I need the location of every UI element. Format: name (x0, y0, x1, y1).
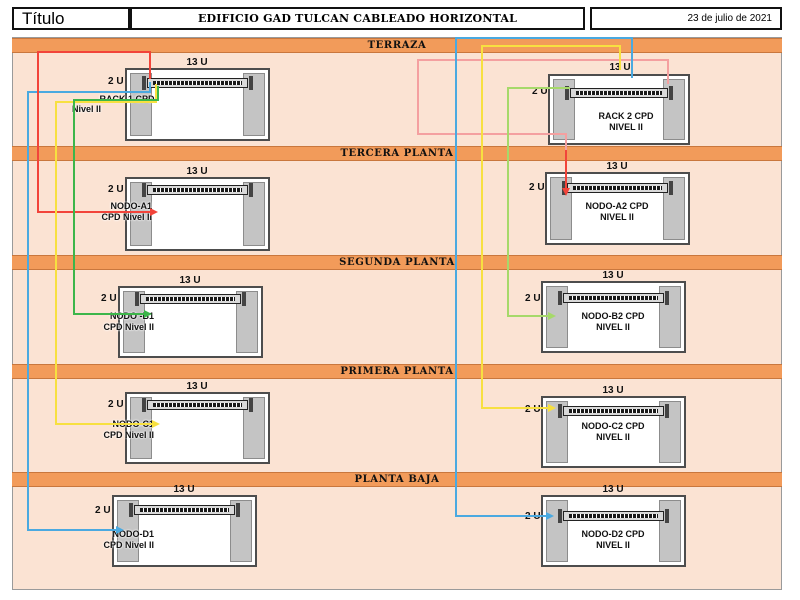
floor-band-tercera: TERCERA PLANTA (12, 146, 782, 161)
rack-post (546, 401, 568, 463)
nodo-c1 (125, 392, 270, 464)
nodo-a1 (125, 177, 270, 251)
rack-post (130, 397, 152, 459)
nodo-c1-panel-units: 2 U (108, 399, 124, 410)
nodo-a1-units: 13 U (186, 166, 208, 177)
nodo-a2-label: NODO-A2 CPD NIVEL II (585, 201, 649, 222)
nodo-a2-panel-units: 2 U (529, 182, 545, 193)
arrow-b1 (144, 310, 152, 318)
nodo-d1 (112, 495, 257, 567)
rack-1 (125, 68, 270, 141)
arrow-c1 (152, 420, 160, 428)
nodo-c2-units: 13 U (602, 385, 624, 396)
diagram-title: EDIFICIO GAD TULCAN CABLEADO HORIZONTAL (130, 7, 585, 30)
rack-2 (548, 74, 690, 145)
nodo-b1 (118, 286, 263, 358)
arrow-c2 (548, 404, 556, 412)
patch-panel (129, 503, 240, 517)
patch-panel (558, 404, 669, 418)
nodo-d1-label: NODO-D1 CPD Nivel II (103, 529, 154, 550)
nodo-b2-label: NODO-B2 CPD NIVEL II (581, 311, 645, 332)
cable-lightgreen-b2 (507, 87, 570, 317)
nodo-b1-panel-units: 2 U (101, 293, 117, 304)
nodo-b2-units: 13 U (602, 270, 624, 281)
patch-panel (142, 76, 253, 90)
nodo-b1-units: 13 U (179, 275, 201, 286)
nodo-c1-units: 13 U (186, 381, 208, 392)
rack-post (243, 73, 265, 136)
cable-red-a1 (37, 51, 151, 213)
floor-band-terraza: TERRAZA (12, 38, 782, 53)
rack-post (553, 79, 575, 140)
cable-green-b1 (73, 86, 159, 315)
nodo-c2-label: NODO-C2 CPD NIVEL II (581, 421, 645, 442)
title-label: Título (12, 7, 130, 30)
patch-panel (142, 398, 253, 412)
nodo-d1-panel-units: 2 U (95, 505, 111, 516)
nodo-c2-panel-units: 2 U (525, 404, 541, 415)
rack-post (243, 182, 265, 246)
patch-panel (558, 291, 669, 305)
cable-yellow-c2 (481, 45, 621, 409)
cable-blue-d1 (27, 82, 151, 531)
arrow-a2 (562, 188, 570, 196)
nodo-b2 (541, 281, 686, 353)
rack-post (130, 73, 152, 136)
rack-1-sublabel: Nivel II (72, 104, 102, 114)
nodo-a1-panel-units: 2 U (108, 184, 124, 195)
nodo-d2 (541, 495, 686, 567)
arrow-d2 (546, 512, 554, 520)
rack-post (230, 500, 252, 562)
diagram-date: 23 de julio de 2021 (590, 7, 782, 30)
patch-panel (135, 292, 246, 306)
rack-1-panel-units: 2 U (108, 76, 124, 87)
rack-post (659, 500, 681, 562)
nodo-d2-label: NODO-D2 CPD NIVEL II (581, 529, 645, 550)
arrow-b2 (548, 312, 556, 320)
patch-panel (142, 183, 253, 197)
cable-blue-d2 (455, 37, 633, 517)
patch-panel (565, 86, 673, 100)
floor-band-primera: PRIMERA PLANTA (12, 364, 782, 379)
rack-post (659, 401, 681, 463)
rack-1-units: 13 U (186, 57, 208, 68)
cable-yellow-c1 (55, 84, 157, 425)
arrow-d1 (116, 526, 124, 534)
nodo-d2-units: 13 U (602, 484, 624, 495)
patch-panel (558, 509, 669, 523)
nodo-d1-units: 13 U (173, 484, 195, 495)
rack-post (663, 177, 685, 240)
nodo-a2-units: 13 U (606, 161, 628, 172)
nodo-a1-label: NODO-A1 CPD Nivel II (101, 201, 152, 222)
cable-pink-a2 (417, 59, 669, 150)
nodo-a2 (545, 172, 690, 245)
rack-post (243, 397, 265, 459)
rack-post (659, 286, 681, 348)
floor-band-segunda: SEGUNDA PLANTA (12, 255, 782, 270)
rack-post (123, 291, 145, 353)
nodo-b2-panel-units: 2 U (525, 293, 541, 304)
rack-post (236, 291, 258, 353)
rack-2-label: RACK 2 CPD NIVEL II (598, 111, 654, 132)
nodo-b1-label: NODO -B1 CPD Nivel II (103, 311, 154, 332)
rack-2-panel-units: 2 U (532, 86, 548, 97)
floor-band-baja: PLANTA BAJA (12, 472, 782, 487)
rack-post (663, 79, 685, 140)
nodo-c2 (541, 396, 686, 468)
arrow-a1 (150, 208, 158, 216)
